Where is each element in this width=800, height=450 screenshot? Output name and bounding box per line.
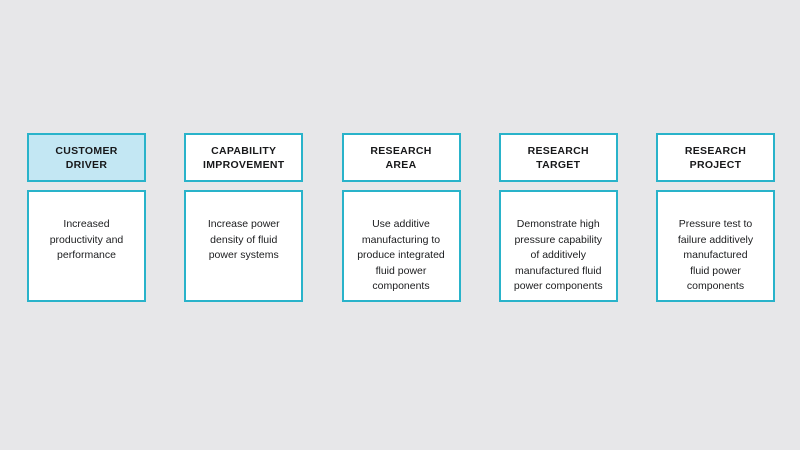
header-label-customer-driver: CUSTOMER DRIVER — [55, 144, 118, 171]
header-label-research-target: RESEARCH TARGET — [527, 144, 589, 171]
column-capability-improvement: CAPABILITY IMPROVEMENT Increase power de… — [184, 133, 304, 302]
content-box-customer-driver: Increased productivity and performance — [27, 190, 146, 302]
content-text-research-target: Demonstrate high pressure capability of … — [513, 218, 603, 292]
header-label-capability-improvement: CAPABILITY IMPROVEMENT — [203, 144, 285, 171]
content-box-research-target: Demonstrate high pressure capability of … — [498, 190, 618, 302]
content-text-capability-improvement: Increase power density of fluid power sy… — [207, 218, 280, 261]
column-research-target: RESEARCH TARGET Demonstrate high pressur… — [498, 133, 618, 302]
content-text-research-project: Pressure test to failure additively manu… — [677, 218, 754, 292]
column-customer-driver: CUSTOMER DRIVER Increased productivity a… — [27, 133, 146, 302]
content-box-capability-improvement: Increase power density of fluid power sy… — [184, 190, 304, 302]
content-box-research-project: Pressure test to failure additively manu… — [656, 190, 775, 302]
header-label-research-area: RESEARCH AREA — [370, 144, 432, 171]
header-box-research-target: RESEARCH TARGET — [498, 133, 618, 182]
header-box-research-area: RESEARCH AREA — [341, 133, 461, 182]
flow-columns: CUSTOMER DRIVER Increased productivity a… — [27, 133, 775, 302]
header-label-research-project: RESEARCH PROJECT — [684, 144, 747, 171]
header-box-capability-improvement: CAPABILITY IMPROVEMENT — [184, 133, 304, 182]
content-text-customer-driver: Increased productivity and performance — [49, 218, 124, 261]
header-box-research-project: RESEARCH PROJECT — [656, 133, 775, 182]
column-research-project: RESEARCH PROJECT Pressure test to failur… — [656, 133, 775, 302]
content-box-research-area: Use additive manufacturing to produce in… — [341, 190, 461, 302]
header-box-customer-driver: CUSTOMER DRIVER — [27, 133, 146, 182]
column-research-area: RESEARCH AREA Use additive manufacturing… — [341, 133, 461, 302]
content-text-research-area: Use additive manufacturing to produce in… — [357, 218, 445, 292]
